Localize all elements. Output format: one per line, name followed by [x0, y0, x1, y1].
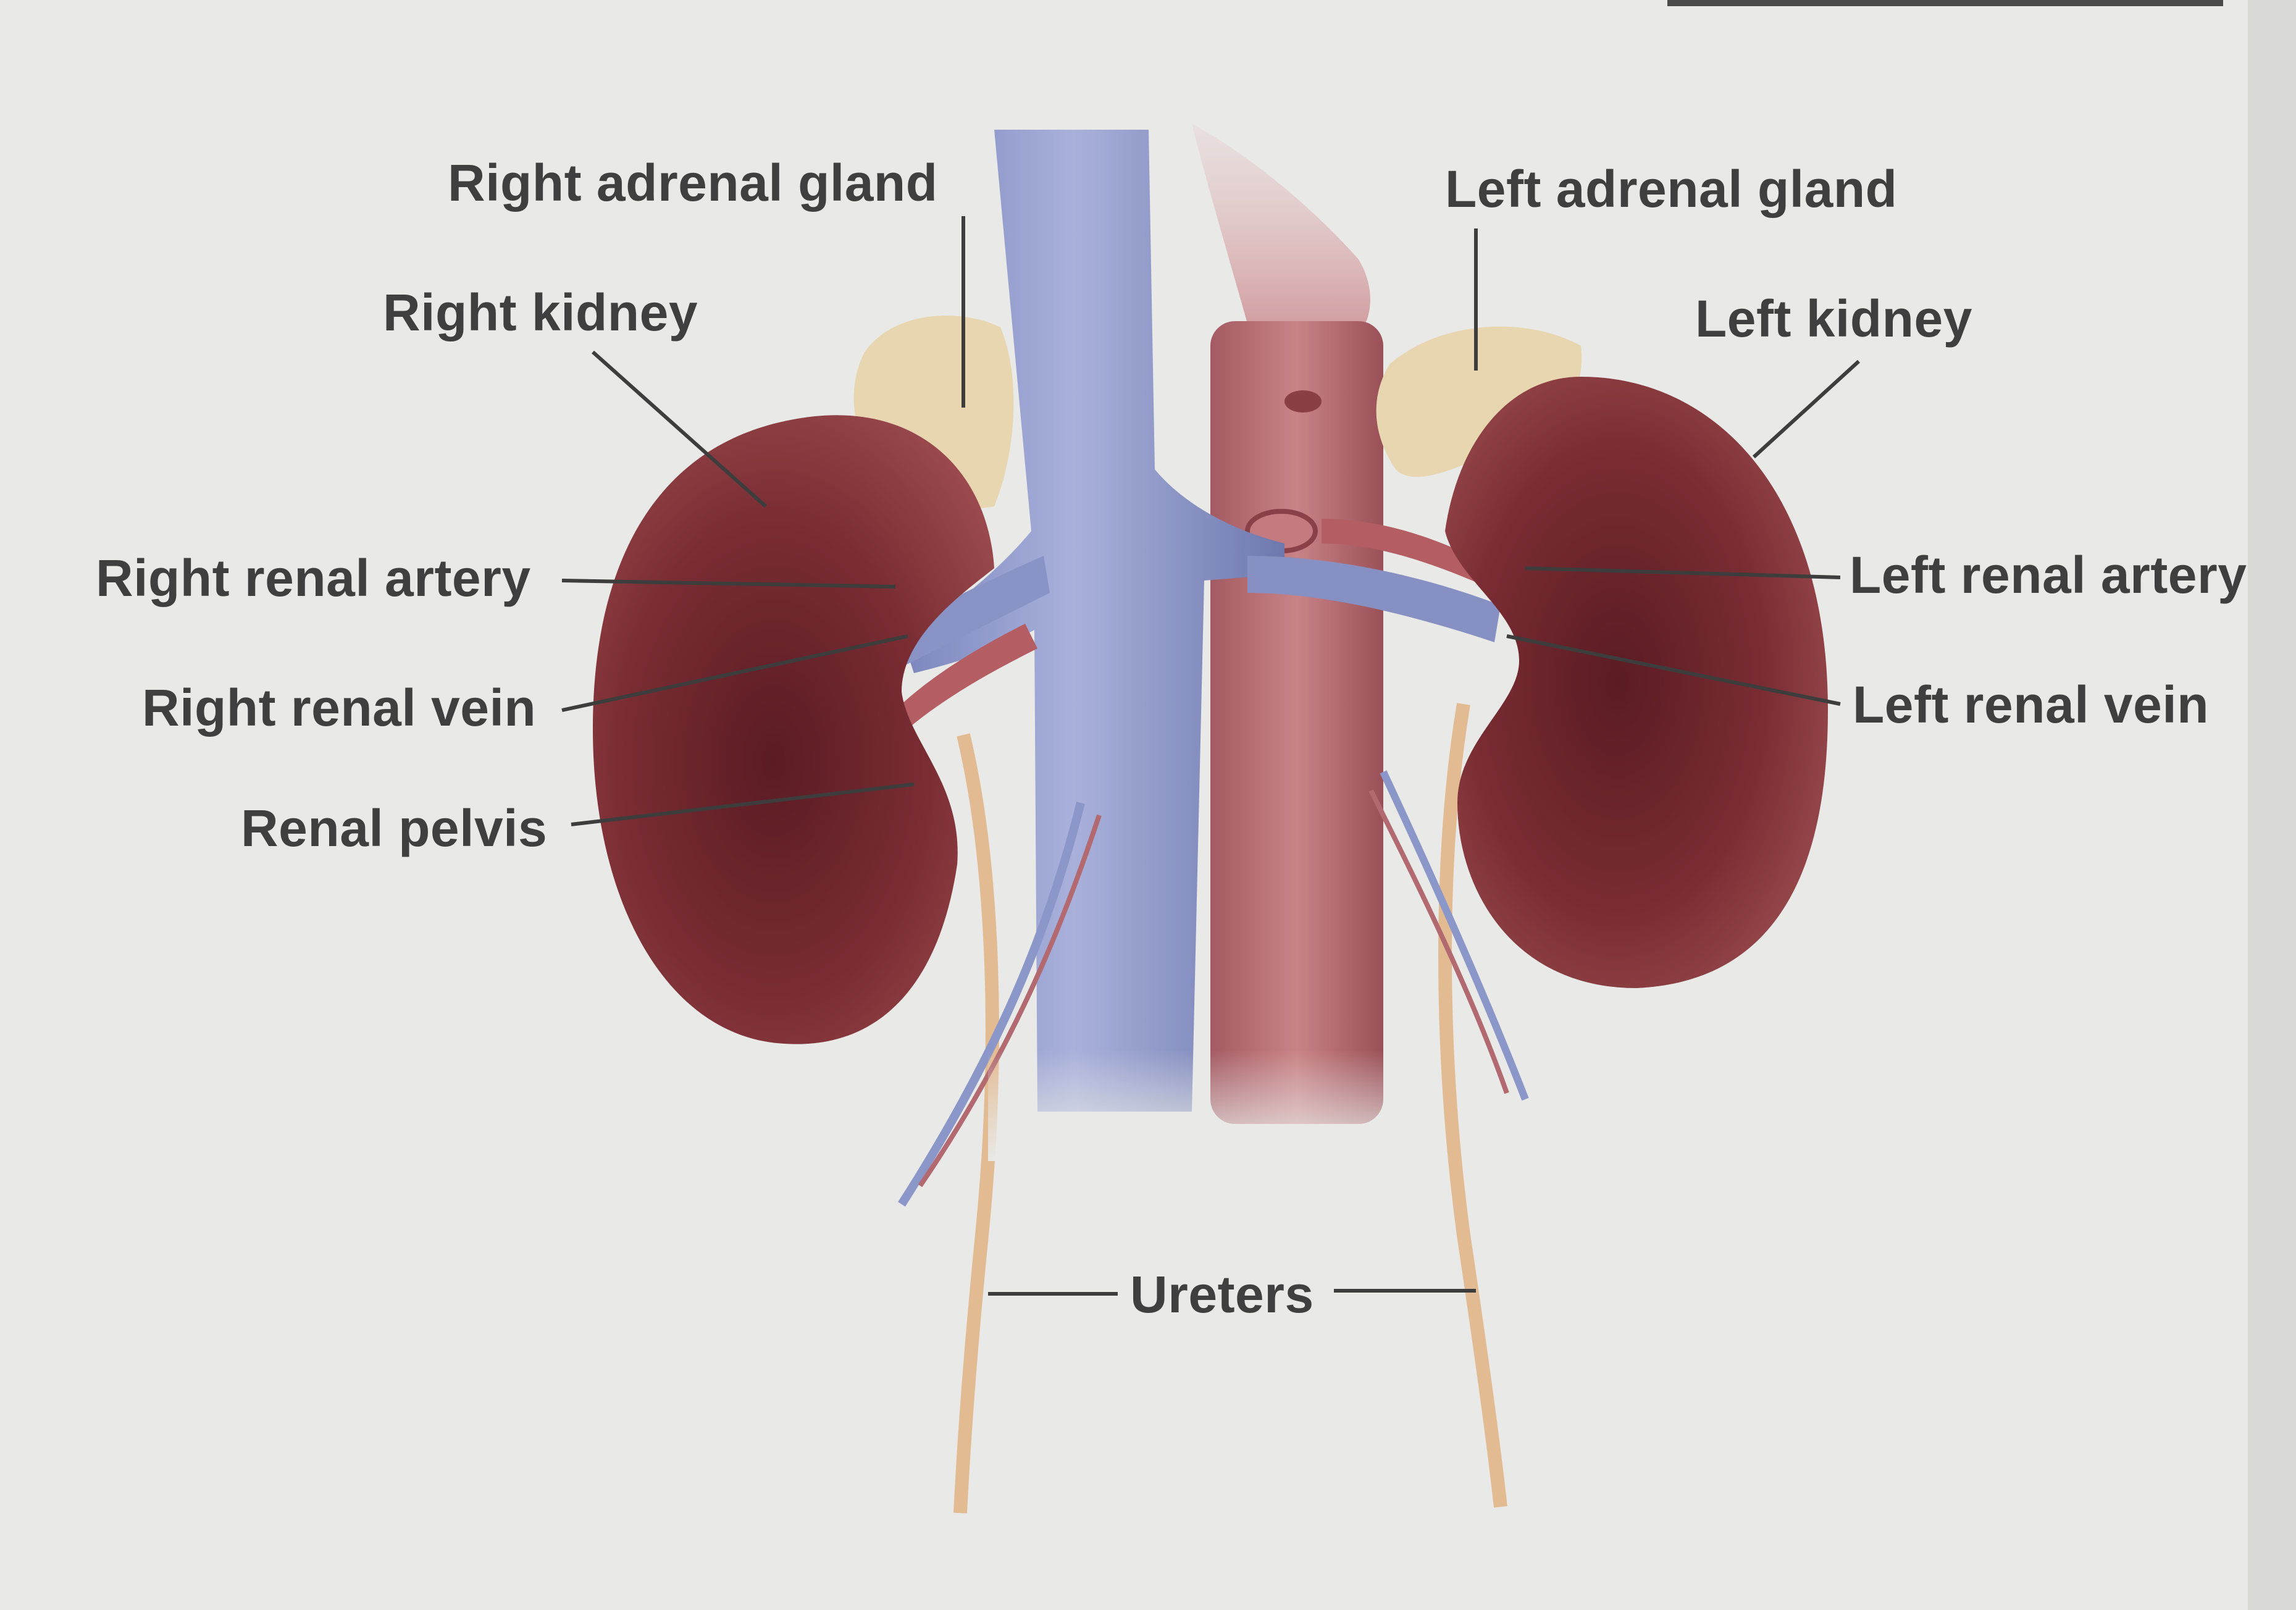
- vessel-fade: [988, 1050, 1420, 1161]
- aorta-branch-small: [1284, 390, 1322, 413]
- page-edge-shadow: [2248, 0, 2296, 1610]
- top-edge-text-fragment: [1667, 0, 2223, 6]
- label-right-renal-vein: Right renal vein: [142, 679, 536, 737]
- label-left-kidney: Left kidney: [1695, 290, 1972, 348]
- label-left-renal-vein: Left renal vein: [1853, 676, 2209, 734]
- label-renal-pelvis: Renal pelvis: [241, 799, 547, 857]
- label-right-adrenal-gland: Right adrenal gland: [448, 154, 938, 212]
- label-right-kidney: Right kidney: [383, 283, 698, 342]
- label-left-renal-artery: Left renal artery: [1850, 546, 2247, 604]
- label-ureters: Ureters: [1130, 1265, 1314, 1323]
- aorta: [1210, 321, 1383, 1124]
- label-right-renal-artery: Right renal artery: [96, 549, 531, 607]
- label-left-adrenal-gland: Left adrenal gland: [1445, 160, 1897, 218]
